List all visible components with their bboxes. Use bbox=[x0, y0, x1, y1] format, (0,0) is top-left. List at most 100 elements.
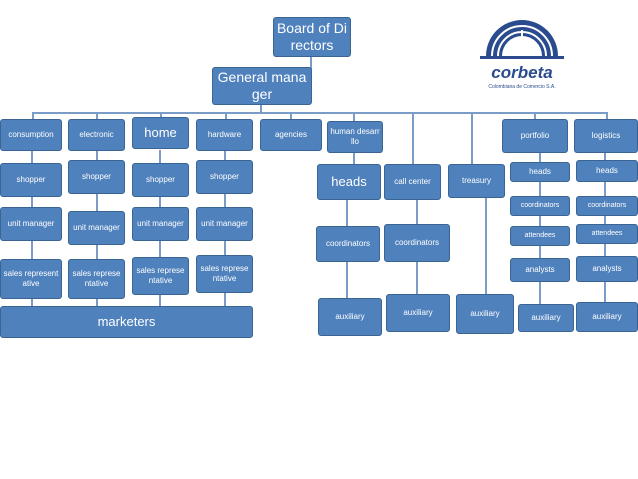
heads-coordinators-label: coordinators bbox=[325, 238, 371, 248]
unit-manager-box: unit manager bbox=[132, 207, 189, 241]
auxiliary-box: auxiliary bbox=[518, 304, 574, 332]
shopper-label: shopper bbox=[146, 174, 175, 184]
electronic-label: electronic bbox=[79, 129, 114, 139]
sales-representative-box: sales representative bbox=[196, 255, 253, 293]
heads-box: heads bbox=[317, 164, 381, 200]
sales-representative-label: sales representative bbox=[136, 265, 185, 285]
shopper-label: shopper bbox=[210, 171, 239, 181]
sales-representative-box: sales representative bbox=[68, 259, 125, 299]
connector bbox=[346, 262, 348, 298]
shopper-box: shopper bbox=[0, 163, 62, 197]
sales-representative-label: sales representative bbox=[200, 263, 249, 283]
unit-manager-label: unit manager bbox=[201, 218, 248, 228]
unit-manager-label: unit manager bbox=[137, 218, 184, 228]
connector bbox=[353, 152, 355, 166]
connector bbox=[310, 55, 312, 69]
board-of-directors-box: Board of Directors bbox=[273, 17, 351, 57]
portfolio-heads-box: heads bbox=[510, 162, 570, 182]
connector bbox=[290, 112, 292, 120]
portfolio-label: portfolio bbox=[520, 130, 550, 140]
connector bbox=[606, 112, 608, 120]
consumption-box: consumption bbox=[0, 119, 62, 151]
general-manager-label: General manager bbox=[217, 69, 307, 102]
treasury-label: treasury bbox=[462, 175, 491, 185]
portfolio-attendees-box: attendees bbox=[510, 226, 570, 246]
logo-tagline: Colombiana de Comercio S.A. bbox=[488, 84, 555, 90]
logistics-box: logistics bbox=[574, 119, 638, 153]
auxiliary-box: auxiliary bbox=[576, 302, 638, 332]
unit-manager-label: unit manager bbox=[73, 222, 120, 232]
portfolio-attendees-label: attendees bbox=[524, 232, 556, 240]
heads-label: heads bbox=[331, 173, 367, 189]
corbeta-logo: corbeta Colombiana de Comercio S.A. bbox=[462, 16, 582, 94]
logistics-coordinators-box: coordinators bbox=[576, 196, 638, 216]
auxiliary-label: auxiliary bbox=[470, 308, 500, 318]
logistics-heads-label: heads bbox=[596, 165, 618, 175]
unit-manager-label: unit manager bbox=[7, 218, 55, 228]
shopper-box: shopper bbox=[196, 160, 253, 194]
human-development-box: human desarrllo bbox=[327, 121, 383, 153]
logistics-attendees-label: attendees bbox=[591, 230, 623, 238]
auxiliary-label: auxiliary bbox=[403, 307, 433, 317]
portfolio-analysts-box: analysts bbox=[510, 258, 570, 282]
agencies-label: agencies bbox=[274, 129, 308, 139]
connector bbox=[416, 262, 418, 294]
auxiliary-label: auxiliary bbox=[592, 311, 622, 321]
hardware-label: hardware bbox=[207, 129, 242, 139]
consumption-label: consumption bbox=[8, 129, 54, 139]
connector bbox=[225, 112, 227, 120]
shopper-label: shopper bbox=[82, 171, 111, 181]
home-label: home bbox=[144, 124, 177, 140]
connector bbox=[471, 112, 473, 164]
portfolio-coordinators-box: coordinators bbox=[510, 196, 570, 216]
connector bbox=[534, 112, 536, 120]
call-center-box: call center bbox=[384, 164, 441, 200]
auxiliary-box: auxiliary bbox=[456, 294, 514, 334]
logistics-heads-box: heads bbox=[576, 160, 638, 182]
hardware-box: hardware bbox=[196, 119, 253, 151]
treasury-box: treasury bbox=[448, 164, 505, 198]
board-label: Board of Directors bbox=[276, 20, 348, 53]
connector bbox=[260, 103, 262, 113]
unit-manager-box: unit manager bbox=[0, 207, 62, 241]
sales-representative-label: sales representative bbox=[3, 268, 59, 288]
call-center-label: call center bbox=[394, 176, 431, 186]
auxiliary-label: auxiliary bbox=[531, 312, 561, 322]
shopper-box: shopper bbox=[68, 160, 125, 194]
heads-coordinators-box: coordinators bbox=[316, 226, 380, 262]
logistics-attendees-box: attendees bbox=[576, 224, 638, 244]
connector bbox=[416, 198, 418, 226]
auxiliary-box: auxiliary bbox=[386, 294, 450, 332]
logo-name: corbeta bbox=[491, 63, 552, 82]
marketers-label: marketers bbox=[97, 313, 156, 329]
electronic-box: electronic bbox=[68, 119, 125, 151]
call-center-coordinators-box: coordinators bbox=[384, 224, 450, 262]
shopper-box: shopper bbox=[132, 163, 189, 197]
unit-manager-box: unit manager bbox=[68, 211, 125, 245]
portfolio-box: portfolio bbox=[502, 119, 568, 153]
human-development-label: human desarrllo bbox=[330, 126, 380, 146]
auxiliary-label: auxiliary bbox=[335, 311, 365, 321]
shopper-label: shopper bbox=[16, 174, 46, 184]
corbeta-logo-graphic: corbeta Colombiana de Comercio S.A. bbox=[480, 20, 564, 90]
sales-representative-box: sales representative bbox=[132, 257, 189, 295]
logistics-label: logistics bbox=[591, 130, 621, 140]
logistics-coordinators-label: coordinators bbox=[587, 202, 627, 210]
portfolio-analysts-label: analysts bbox=[525, 264, 555, 274]
connector bbox=[96, 112, 98, 120]
unit-manager-box: unit manager bbox=[196, 207, 253, 241]
connector bbox=[412, 112, 414, 164]
connector bbox=[32, 112, 606, 114]
general-manager-box: General manager bbox=[212, 67, 312, 105]
call-center-coordinators-label: coordinators bbox=[394, 237, 440, 247]
sales-representative-box: sales representative bbox=[0, 259, 62, 299]
connector bbox=[346, 200, 348, 228]
logistics-analysts-box: analysts bbox=[576, 256, 638, 282]
sales-representative-label: sales representative bbox=[72, 268, 121, 288]
agencies-box: agencies bbox=[260, 119, 322, 151]
portfolio-coordinators-label: coordinators bbox=[520, 202, 560, 210]
logistics-analysts-label: analysts bbox=[592, 263, 622, 273]
connector bbox=[32, 112, 34, 120]
portfolio-heads-label: heads bbox=[529, 166, 551, 176]
